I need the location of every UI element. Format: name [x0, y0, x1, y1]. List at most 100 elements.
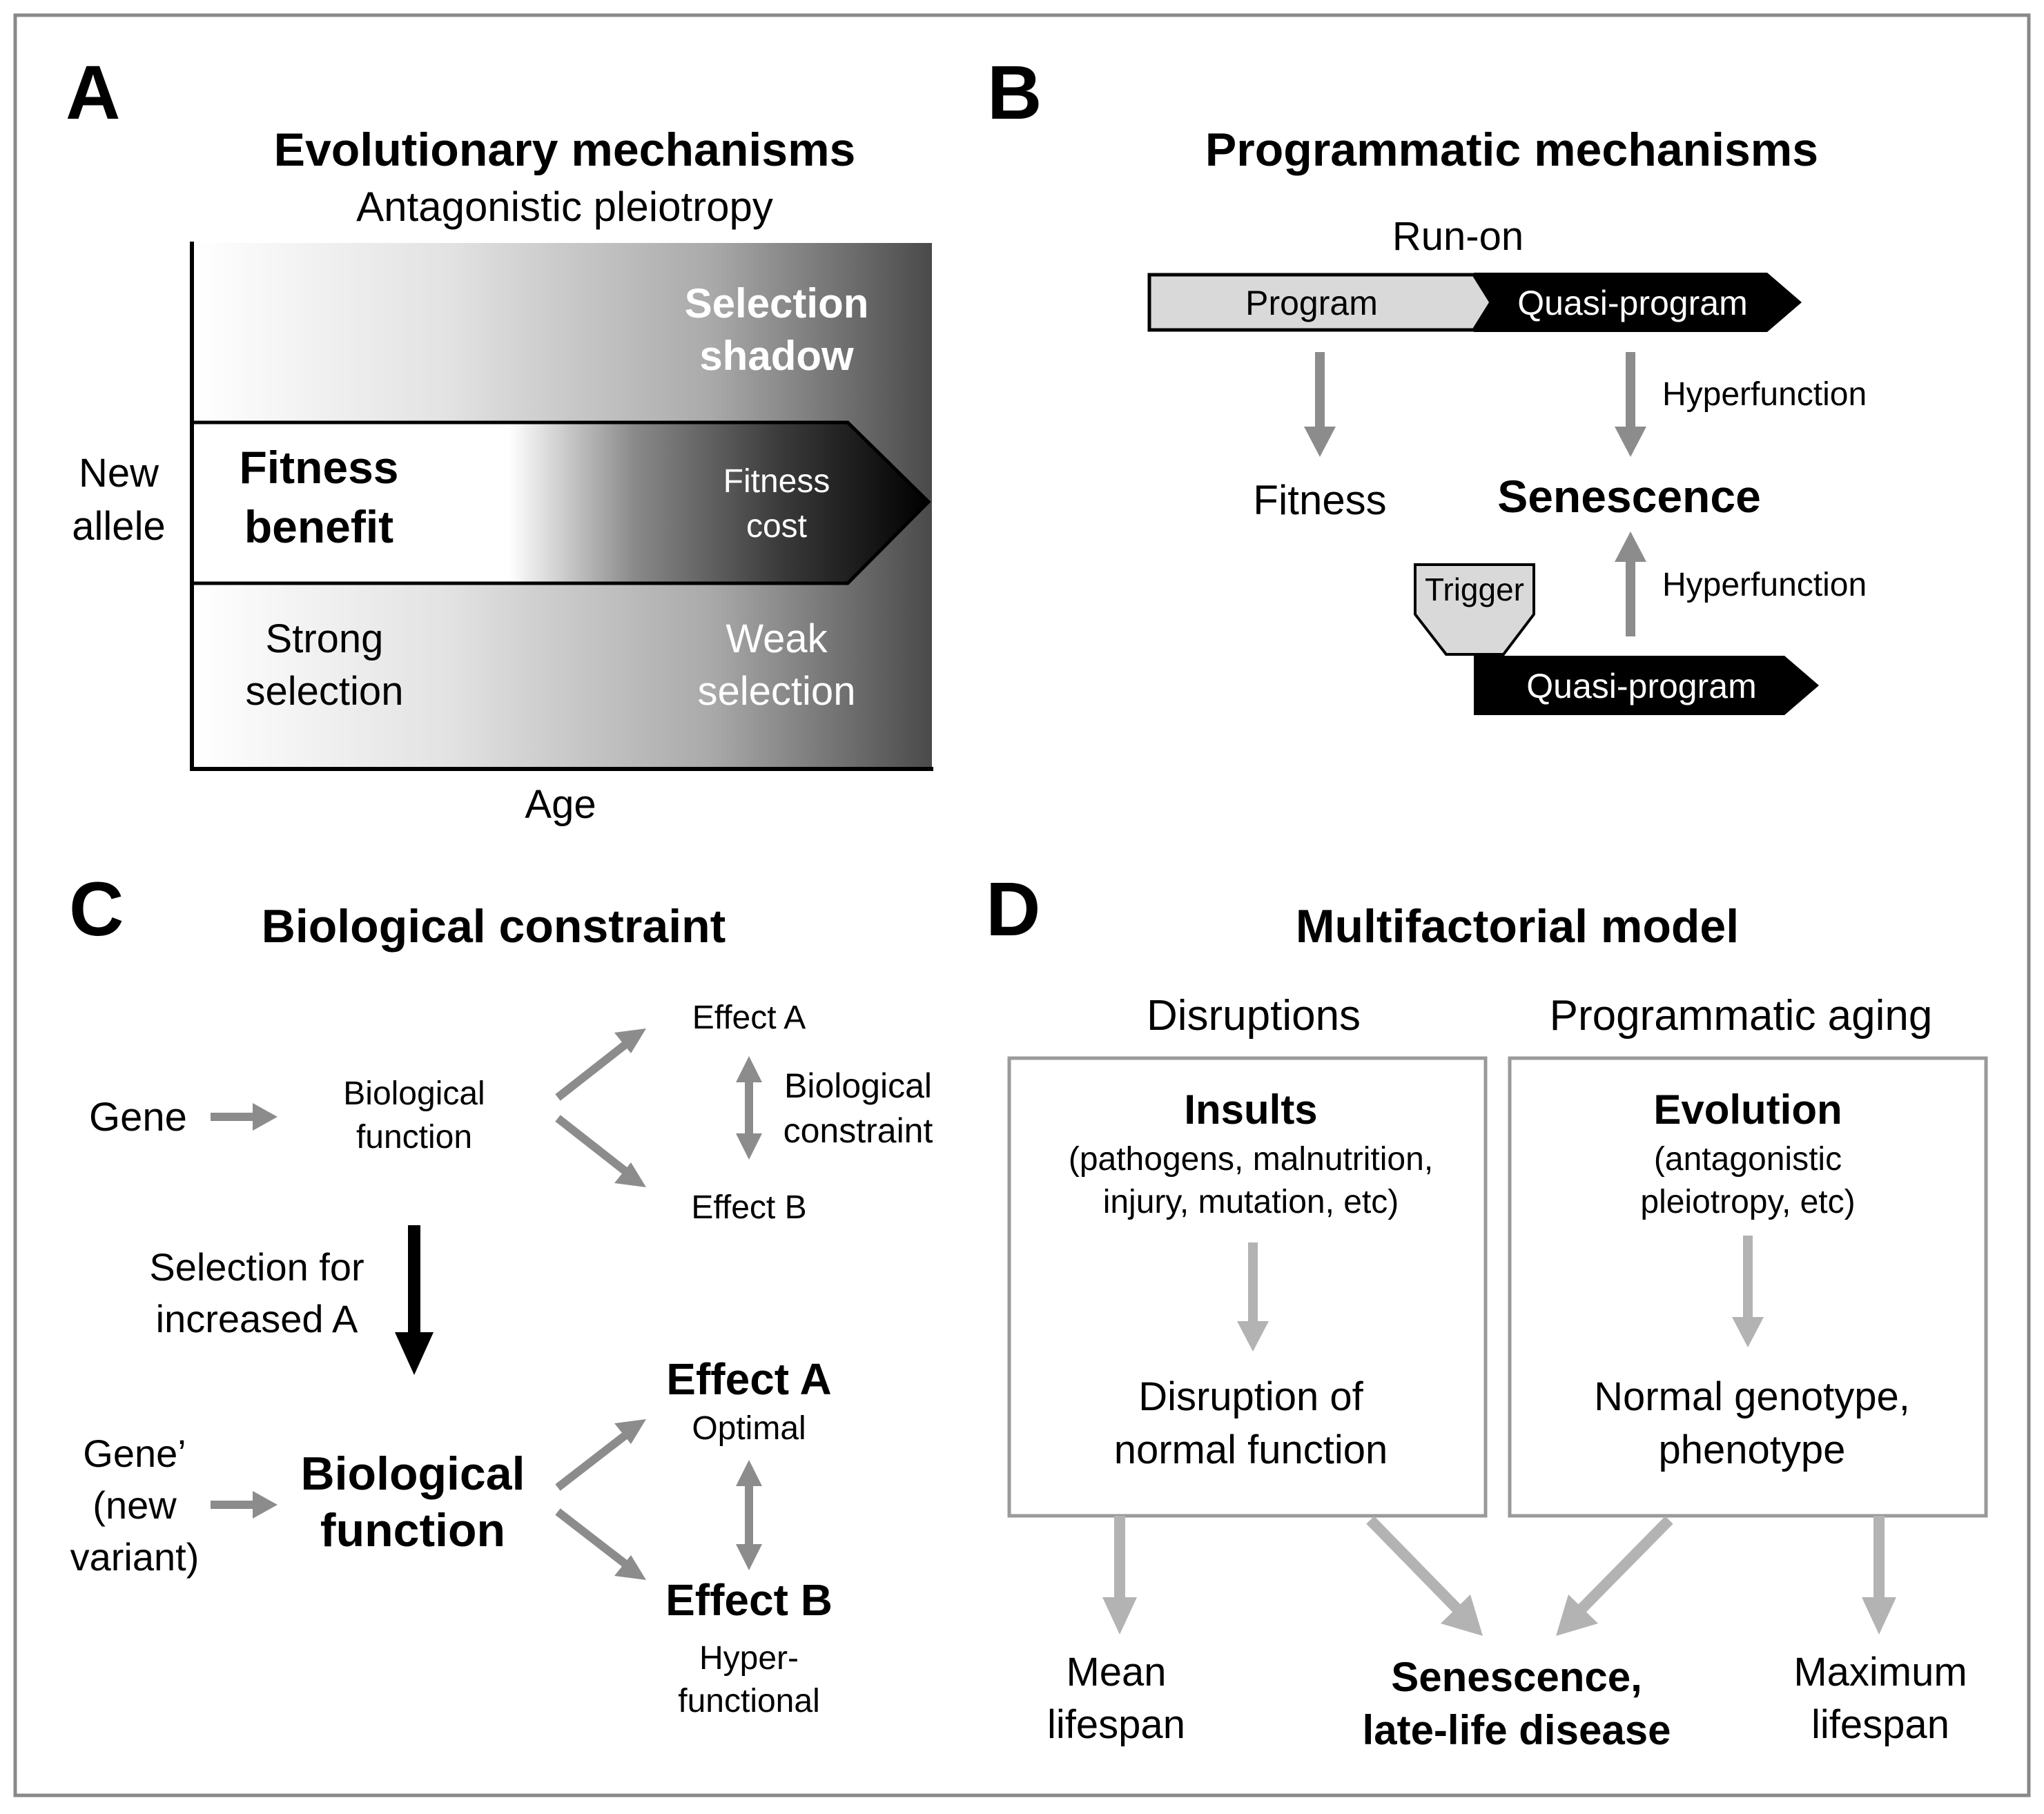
panel-d: D Multifactorial model Disruptions Progr…: [986, 867, 1988, 1753]
mean-lifespan-label: Mean lifespan: [1047, 1650, 1185, 1747]
function-to-effect-a2-arrow: [555, 1419, 646, 1491]
fitness-benefit-line2: benefit: [244, 501, 393, 552]
weak-selection-line1: Weak: [726, 616, 828, 661]
constraint-double-arrow: [736, 1056, 762, 1160]
function-to-effect-a-arrow: [555, 1028, 646, 1101]
run-on-label: Run-on: [1392, 214, 1524, 259]
mean-lifespan-line1: Mean: [1066, 1650, 1166, 1695]
senescence-label: Senescence: [1497, 471, 1761, 522]
selection-line2: increased A: [156, 1297, 358, 1340]
insults-examples-line1: (pathogens, malnutrition,: [1069, 1141, 1433, 1178]
strong-selection-line1: Strong: [266, 616, 384, 661]
program-to-fitness-arrow: [1304, 352, 1336, 457]
insults-to-disruption-arrow: [1237, 1242, 1269, 1352]
biological-function-line1: Biological: [343, 1075, 485, 1112]
weak-selection-label: Weak selection: [698, 616, 856, 714]
new-allele-label: New allele: [72, 451, 165, 549]
normal-genotype-line1: Normal genotype,: [1594, 1374, 1910, 1419]
evolution-examples-line1: (antagonistic: [1654, 1141, 1842, 1178]
effect-double-arrow: [736, 1460, 762, 1570]
panel-b-title: Programmatic mechanisms: [1205, 124, 1818, 176]
gene-variant-to-function-arrow: [211, 1491, 278, 1519]
selection-shadow-line1: Selection: [685, 280, 869, 326]
maximum-lifespan-label: Maximum lifespan: [1793, 1650, 1967, 1747]
panel-a-title: Evolutionary mechanisms: [274, 124, 856, 176]
evolution-examples-line2: pleiotropy, etc): [1640, 1184, 1855, 1220]
fitness-label: Fitness: [1253, 477, 1386, 523]
age-axis-label: Age: [525, 782, 596, 827]
hyperfunctional-line1: Hyper-: [699, 1640, 799, 1677]
trigger-label: Trigger: [1425, 572, 1524, 607]
effect-a2-label: Effect A: [666, 1354, 831, 1404]
gene-label: Gene: [89, 1095, 187, 1140]
new-allele-line1: New: [79, 451, 159, 496]
selection-line1: Selection for: [149, 1245, 364, 1289]
selection-arrow: [395, 1225, 434, 1375]
insults-label: Insults: [1184, 1086, 1317, 1133]
gene-variant-line3: variant): [70, 1535, 199, 1579]
insults-examples-line2: injury, mutation, etc): [1103, 1184, 1399, 1220]
panel-c: C Biological constraint Gene Biological f…: [69, 867, 933, 1719]
fitness-cost-line2: cost: [746, 508, 807, 545]
maximum-lifespan-line2: lifespan: [1811, 1702, 1949, 1747]
gene-variant-line2: (new: [93, 1483, 177, 1527]
quasi-program-arrow-bottom: [1474, 656, 1819, 715]
biological-constraint-line1: Biological: [784, 1066, 932, 1105]
panel-d-title: Multifactorial model: [1296, 900, 1739, 953]
quasi-to-senescence-arrow: [1615, 352, 1646, 457]
program-label: Program: [1245, 284, 1378, 322]
weak-selection-line2: selection: [698, 669, 856, 714]
to-senescence-right-arrow: [1556, 1516, 1673, 1636]
selection-shadow-label: Selection shadow: [685, 280, 869, 379]
insults-examples: (pathogens, malnutrition, injury, mutatio…: [1069, 1141, 1433, 1220]
quasi-program-label-top: Quasi-program: [1517, 284, 1747, 322]
evolution-to-normal-arrow: [1732, 1236, 1764, 1347]
panel-c-letter: C: [69, 867, 124, 952]
effect-b-label: Effect B: [691, 1189, 806, 1226]
effect-b2-label: Effect B: [665, 1575, 833, 1625]
to-maximum-lifespan-arrow: [1862, 1516, 1896, 1635]
biological-constraint-label: Biological constraint: [783, 1066, 933, 1150]
optimal-label: Optimal: [692, 1410, 806, 1447]
senescence-disease-line1: Senescence,: [1391, 1654, 1642, 1700]
gene-to-function-arrow: [211, 1103, 278, 1131]
function-to-effect-b2-arrow: [555, 1508, 646, 1580]
biological-constraint-line2: constraint: [783, 1111, 933, 1150]
panel-b-letter: B: [987, 50, 1042, 135]
mean-lifespan-line2: lifespan: [1047, 1702, 1185, 1747]
selection-label: Selection for increased A: [149, 1245, 364, 1340]
normal-genotype-line2: phenotype: [1659, 1427, 1846, 1472]
new-allele-line2: allele: [72, 504, 165, 549]
effect-a-label: Effect A: [692, 999, 806, 1036]
biological-function-line2: function: [356, 1119, 472, 1155]
panel-a-subtitle: Antagonistic pleiotropy: [356, 184, 773, 230]
senescence-disease-label: Senescence,late-life disease: [1363, 1654, 1671, 1753]
maximum-lifespan-line1: Maximum: [1793, 1650, 1967, 1695]
to-senescence-left-arrow: [1366, 1516, 1483, 1636]
hyperfunction-label-top: Hyperfunction: [1662, 376, 1867, 413]
gene-variant-label: Gene’ (new variant): [70, 1432, 199, 1579]
disruptions-heading: Disruptions: [1147, 992, 1361, 1040]
hyperfunctional-label: Hyper-functional: [678, 1640, 819, 1719]
trigger-shape: [1414, 563, 1535, 656]
strong-selection-line2: selection: [246, 669, 404, 714]
panel-c-title: Biological constraint: [262, 900, 726, 953]
gene-variant-line1: Gene’: [83, 1432, 186, 1475]
selection-shadow-line2: shadow: [699, 333, 854, 379]
normal-genotype-label: Normal genotype, phenotype: [1594, 1374, 1910, 1472]
quasi-program-arrow-top: [1474, 273, 1802, 332]
programmatic-aging-heading: Programmatic aging: [1550, 992, 1933, 1040]
evolution-label: Evolution: [1653, 1086, 1842, 1133]
panel-a-letter: A: [66, 50, 120, 135]
evolution-examples: (antagonistic pleiotropy, etc): [1640, 1141, 1855, 1220]
quasi-to-senescence-up-arrow: [1615, 531, 1646, 636]
hyperfunctional-line2: functional: [678, 1683, 819, 1719]
biological-function-label: Biological function: [343, 1075, 485, 1155]
panel-b: B Programmatic mechanisms Run-on Program…: [987, 50, 1867, 715]
programmatic-box: [1508, 1056, 1988, 1518]
